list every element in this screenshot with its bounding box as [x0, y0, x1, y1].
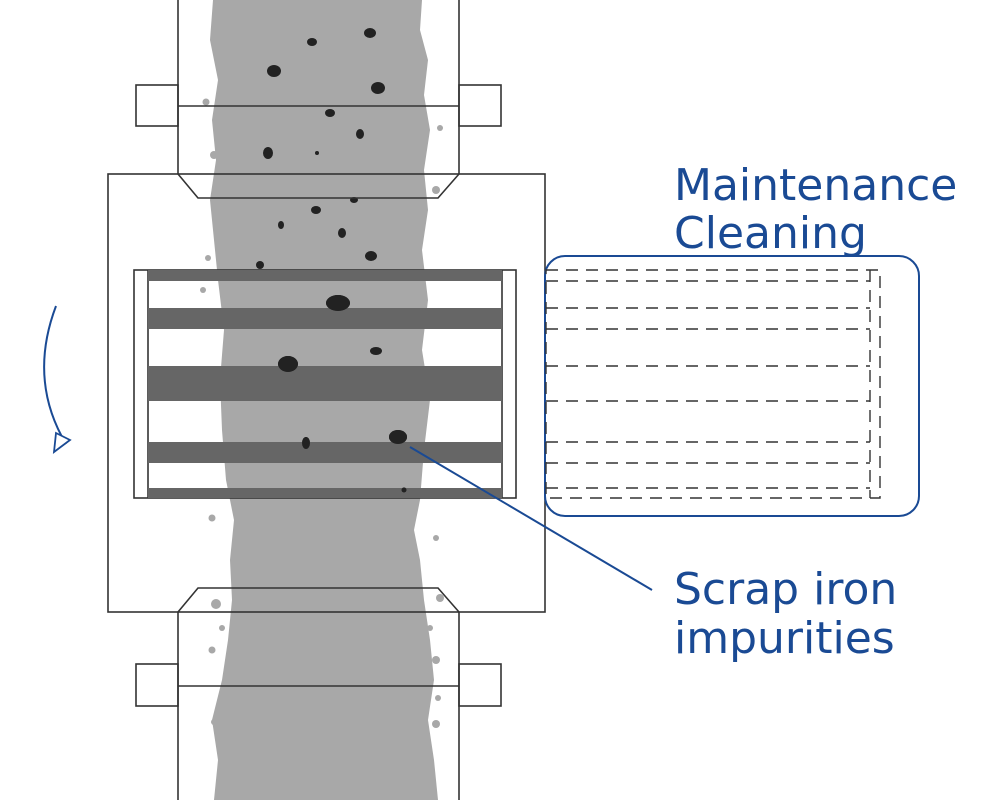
lower-chute: [135, 587, 502, 800]
maintenance-label-line2: Cleaning: [674, 208, 867, 259]
magnet-bar: [148, 366, 502, 401]
scrap-iron-label-line2: impurities: [674, 613, 895, 664]
upper-chute: [135, 0, 502, 199]
curved-arrow-down-icon: [43, 305, 72, 454]
scrap-iron-leader-line: [409, 446, 653, 591]
scrap-iron-label-line1: Scrap iron: [674, 564, 897, 615]
captured-particles: [278, 295, 407, 493]
maintenance-cleaning-box: [544, 255, 920, 517]
magnet-bar: [148, 270, 502, 281]
stray-particles: [200, 98, 444, 728]
magnet-bar: [148, 442, 502, 463]
maintenance-label-line1: Maintenance: [674, 160, 957, 211]
magnetic-grid: [133, 269, 517, 499]
magnet-bar: [148, 488, 502, 498]
magnet-bar: [148, 308, 502, 329]
